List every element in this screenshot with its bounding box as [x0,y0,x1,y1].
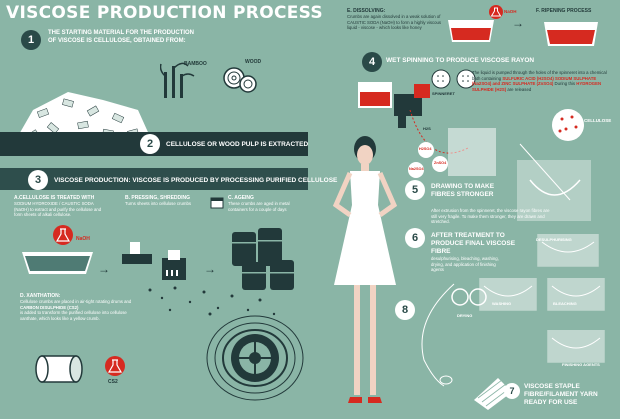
cellulose-crumbs-illustration [148,286,276,316]
chemical-bath-illustration [408,109,496,178]
ripening-tank-illustration [544,22,598,46]
step-e-body: Crumbs are again dissolved in a weak sol… [347,14,442,31]
drawing-bath-illustration [517,143,591,221]
step-3-number: 3 [28,170,48,190]
cellulose-label: CELLULOSE [584,118,612,123]
rotating-drum-illustration [35,355,83,383]
naoh-label-3a: NaOH [76,236,90,242]
chem-sulfuric-acid: SULFURIC ACID (H2SO4) [502,75,554,81]
chem-hydrogen-sulphide: HYDROGEN SULPHIDE (H2S) [472,81,602,92]
spinneret-label: SPINNERET [432,91,455,96]
cs2-label: CS2 [108,379,118,385]
naoh-label-e: NaOH [504,9,517,14]
step-7-number: 7 [504,383,520,399]
h2so4-label: H2SO4 [419,147,432,151]
yarn-spool-icon [474,378,512,410]
spinneret-icon [431,69,476,89]
shredder-illustration [122,242,186,280]
chem-sodium-zinc-sulphate: SODIUM SULPHATE (Na2SO4) and ZINC SULPHA… [472,75,597,87]
dissolving-tank-illustration [448,20,494,42]
step-3c-body: These crumbs are aged in metal container… [228,201,290,212]
woman-figure-illustration [332,136,398,403]
bamboo-label: BAMBOO [184,61,207,67]
alkali-tray-illustration [22,252,93,274]
step-3-band [0,168,308,190]
step-1-text: THE STARTING MATERIAL FOR THE PRODUCTION… [48,30,194,44]
step-3d-body-1: Cellulose crumbs are placed in air-tight… [20,299,132,304]
step-6-number: 6 [405,228,425,248]
znso4-label: ZnSO4 [434,161,447,165]
desulphurising-label: DESULPHURISING [536,237,572,242]
drying-label: DRYING [457,313,473,318]
calendar-icon [210,197,224,209]
step-4-body-1: The liquid is pumped through the holes o… [472,70,607,81]
step-3a-title: A.CELLULOSE IS TREATED WITH [14,195,95,201]
step-6-text: AFTER TREATMENT TO PRODUCE FINAL VISCOSE… [431,232,516,255]
step-4-body-2: During this [554,81,576,87]
step-1-number: 1 [21,30,41,50]
wood-icon [223,67,257,93]
bamboo-icon [160,62,195,98]
arrow-icon: → [204,262,216,276]
step-3-text: VISCOSE PRODUCTION: VISCOSE IS PRODUCED … [54,177,338,184]
finishing-agents-label: FINISHING AGENTS [562,362,600,367]
step-3c-title: C. AGEING [228,195,254,201]
naoh-flask-icon-e [489,5,503,19]
wood-label: WOOD [245,59,262,65]
cellulose-molecule-icon [552,109,584,141]
step-4-text: WET SPINNING TO PRODUCE VISCOSE RAYON [386,57,535,64]
h2s-label: H2S [423,126,431,131]
ageing-barrels-illustration [232,228,294,290]
bleaching-label: BLEACHING [553,301,577,306]
after-treatment-tubs-illustration [479,234,605,363]
step-f-title: F. RIPENING PROCESS [536,8,592,14]
step-8-number: 8 [395,300,415,320]
step-2-number: 2 [140,134,160,154]
pump-tank-illustration [358,82,430,128]
step-3b-body: Turns sheets into cellulose crumbs [125,201,191,206]
step-5-text: DRAWING TO MAKE FIBRES STRONGER [431,183,495,198]
raw-material-icons [160,62,257,98]
cs2-flask-icon [105,356,125,376]
step-e-title: E. DISSOLVING: [347,8,386,14]
arrow-icon: → [98,262,110,276]
page-title: VISCOSE PRODUCTION PROCESS [6,3,323,23]
arrow-icon: → [512,16,524,30]
fibre-path-line [421,283,455,387]
step-3d-body-2: CARBON DISULPHIDE (CS2) [20,304,79,310]
step-6-body: desulphurising, bleaching, washing, dryi… [431,256,499,273]
step-3d-body-3: is added to transform the purified cellu… [20,310,127,321]
step-5-number: 5 [405,180,425,200]
step-3b-title: B. PRESSING, SHREDDING [125,195,191,201]
xanthation-swirl-illustration [206,315,304,401]
na2so4-label: Na2SO4 [409,167,424,171]
step-3d-title: D. XANTHATION: [20,293,61,299]
step-5-body: After extrusion from the spinneret, the … [431,208,550,225]
washing-label: WASHING [492,301,512,306]
step-7-text: VISCOSE STAPLE FIBRE/FILAMENT YARN READY… [524,383,598,406]
step-4-body-3: are released [507,86,532,92]
step-2-text: CELLULOSE OR WOOD PULP IS EXTRACTED [166,141,309,148]
drying-rollers-icon [451,288,487,306]
step-4-number: 4 [362,52,382,72]
step-3a-body: SODIUM HYDROXIDE / CAUSTIC SODA (NaOH) t… [14,201,102,218]
naoh-flask-icon [53,225,73,245]
